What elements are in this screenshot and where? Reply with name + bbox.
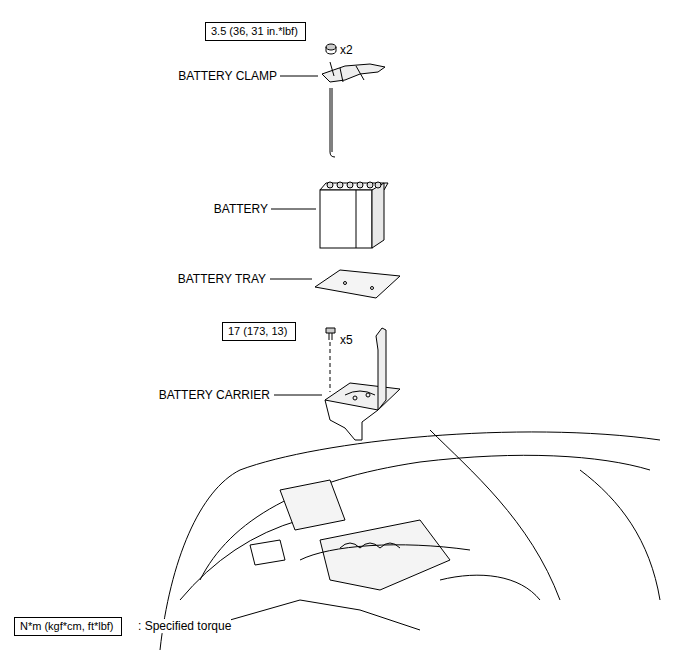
quantity-label: x2 xyxy=(340,43,353,57)
part-label: BATTERY CLAMP xyxy=(178,69,277,83)
torque-value: 3.5 (36, 31 in.*lbf) xyxy=(211,25,300,38)
torque-box: N*m (kgf*cm, ft*lbf) xyxy=(14,617,122,636)
torque-box: 17 (173, 13) xyxy=(222,322,296,341)
part-label: : Specified torque xyxy=(138,619,231,633)
part-label: BATTERY TRAY xyxy=(178,272,266,286)
torque-value: N*m (kgf*cm, ft*lbf) xyxy=(20,620,116,633)
part-label: BATTERY CARRIER xyxy=(159,388,270,402)
torque-value: 17 (173, 13) xyxy=(228,325,290,338)
part-label: BATTERY xyxy=(214,202,268,216)
quantity-label: x5 xyxy=(340,333,353,347)
torque-box: 3.5 (36, 31 in.*lbf) xyxy=(205,22,306,41)
